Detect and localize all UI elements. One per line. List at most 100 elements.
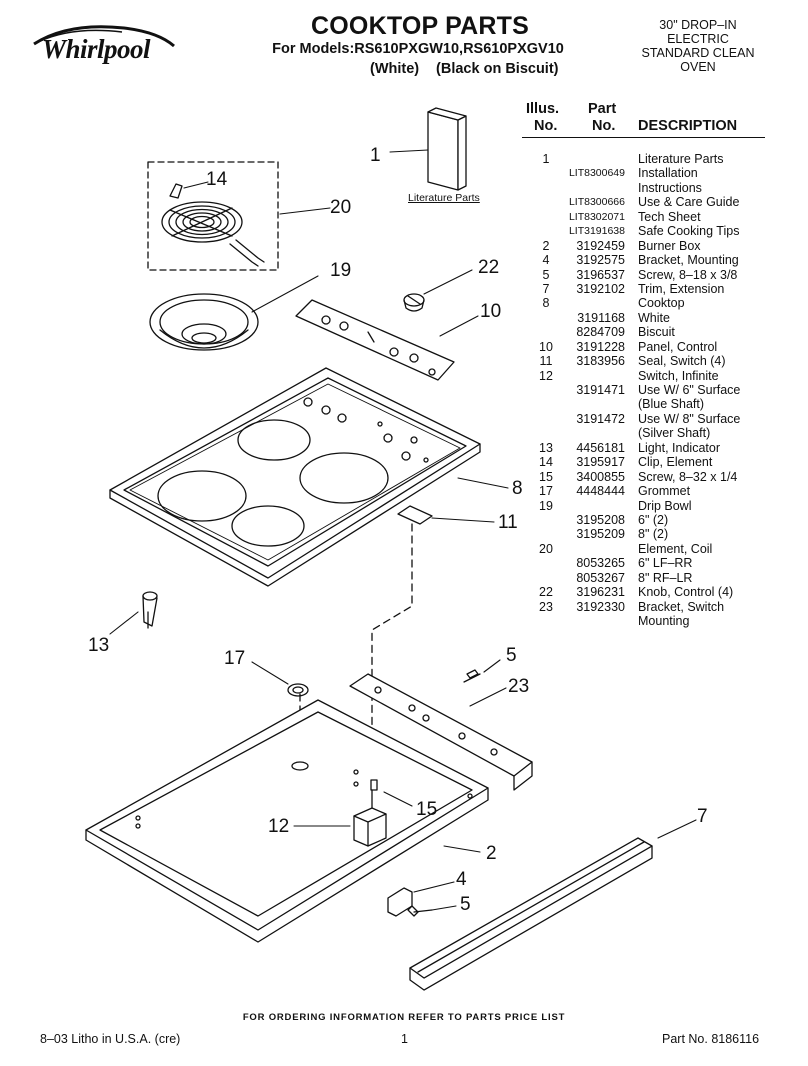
header-illus: Illus. <box>526 101 560 117</box>
illus-no: 14 <box>539 455 553 470</box>
illus-no: 7 <box>542 281 550 296</box>
part-description: Trim, Extension <box>638 281 725 296</box>
illus-no: 11 <box>539 354 553 369</box>
part-description: Panel, Control <box>638 339 718 354</box>
switch <box>353 779 387 847</box>
variant-biscuit: (Black on Biscuit) <box>436 61 559 77</box>
illus-no: 8 <box>542 296 550 311</box>
trim-extension <box>409 837 653 991</box>
illus-no: 4 <box>542 253 550 268</box>
model-variants: (White) (Black on Biscuit) <box>370 61 559 77</box>
part-no: LIT8302071 <box>568 210 625 223</box>
part-no: 4456181 <box>576 440 625 455</box>
part-description: Use W/ 8" Surface <box>638 411 741 426</box>
literature-parts-label: Literature Parts <box>408 192 480 204</box>
part-description: Screw, 8–18 x 3/8 <box>638 267 738 282</box>
part-no: 4448444 <box>576 484 625 499</box>
parts-row: LIT8302071 Tech Sheet <box>522 210 772 224</box>
callout-1: 1 <box>370 145 381 166</box>
part-description: Use W/ 6" Surface <box>638 383 741 397</box>
callout-8: 8 <box>512 478 523 499</box>
brand-logo: Whirlpool <box>28 20 184 80</box>
part-description: Biscuit <box>638 325 675 340</box>
parts-row: 17 4448444 Grommet <box>522 484 772 498</box>
parts-row: 8053265 6" LF–RR <box>522 556 772 570</box>
part-description: 8" RF–LR <box>638 570 693 585</box>
switch-bracket <box>349 673 533 791</box>
illus-no: 20 <box>539 541 553 556</box>
parts-row: (Blue Shaft) <box>522 397 772 411</box>
drip-bowl <box>149 293 259 351</box>
product-desc-line: 30" DROP–IN <box>659 18 737 32</box>
parts-row: 3195208 6" (2) <box>522 513 772 527</box>
part-description: 8" (2) <box>638 527 669 542</box>
control-panel <box>295 299 455 381</box>
part-no: 3192102 <box>576 281 625 296</box>
callout-10: 10 <box>480 301 502 322</box>
page-number: 1 <box>401 1032 408 1046</box>
part-description: Grommet <box>638 484 691 499</box>
callout-15: 15 <box>416 799 438 820</box>
part-no: 3195208 <box>576 512 625 527</box>
part-no: 3192459 <box>576 238 625 253</box>
callout-14: 14 <box>206 169 228 190</box>
part-description: Cooktop <box>638 296 685 311</box>
parts-table-header: Illus. No. Part No. DESCRIPTION <box>522 101 765 138</box>
callout-5b: 5 <box>460 894 471 915</box>
illus-no: 17 <box>539 484 553 499</box>
header-part-no: No. <box>592 118 616 134</box>
part-no: 3195209 <box>576 527 625 542</box>
part-description: (Blue Shaft) <box>638 397 705 412</box>
part-no: 3196231 <box>576 585 625 600</box>
coil-element <box>161 183 265 267</box>
part-description: 6" LF–RR <box>638 556 693 571</box>
part-description: Drip Bowl <box>638 498 692 513</box>
callout-12: 12 <box>268 816 290 837</box>
part-description: Use & Care Guide <box>638 195 740 210</box>
illus-no: 10 <box>539 339 553 354</box>
header-part: Part <box>588 101 617 117</box>
part-no: 8053265 <box>576 556 625 571</box>
part-description: Knob, Control (4) <box>638 585 734 600</box>
part-description: 6" (2) <box>638 512 669 527</box>
part-no: 3400855 <box>576 469 625 484</box>
callout-22: 22 <box>478 257 500 278</box>
illus-no: 2 <box>542 238 550 253</box>
logo-swirl-icon <box>33 25 175 48</box>
callout-5: 5 <box>506 645 517 666</box>
part-description: Instructions <box>638 180 702 195</box>
part-no: 3196537 <box>576 267 625 282</box>
parts-row: 3191471 Use W/ 6" Surface <box>522 383 772 397</box>
document-part-number: Part No. 8186116 <box>662 1032 760 1046</box>
part-description: White <box>638 310 670 325</box>
callout-23: 23 <box>508 676 530 697</box>
ordering-note: FOR ORDERING INFORMATION REFER TO PARTS … <box>242 1012 566 1023</box>
part-no: 3191471 <box>576 383 625 397</box>
page-title: COOKTOP PARTS <box>311 12 529 40</box>
part-description: Bracket, Mounting <box>638 253 739 268</box>
illus-no: 13 <box>539 440 553 455</box>
part-description: Tech Sheet <box>638 209 701 224</box>
callout-11: 11 <box>498 512 518 533</box>
parts-row: Mounting <box>522 614 772 628</box>
logo-wordmark: Whirlpool <box>42 34 151 64</box>
part-no: 3191472 <box>576 411 625 426</box>
callout-2: 2 <box>486 843 497 864</box>
part-description: Switch, Infinite <box>638 368 719 383</box>
part-description: Bracket, Switch <box>638 599 725 614</box>
part-no: 3195917 <box>576 455 625 470</box>
